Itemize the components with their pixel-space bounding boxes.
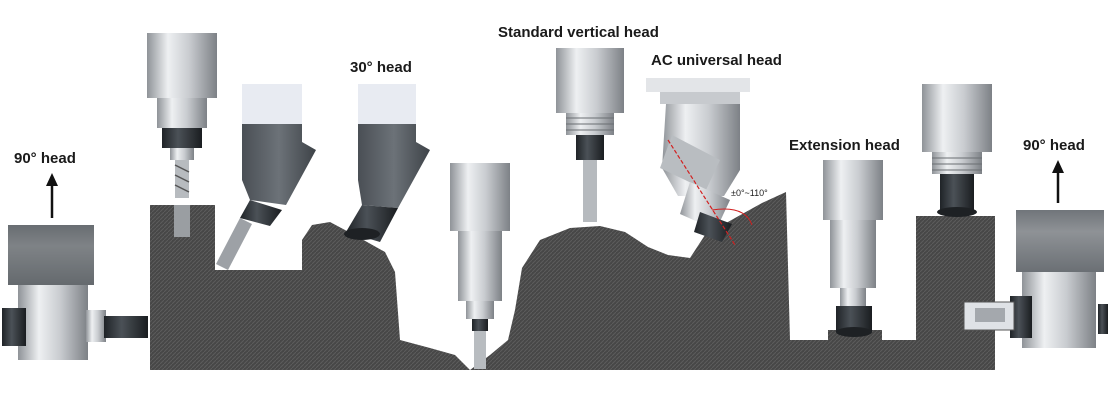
extension-head [823,160,883,337]
ac-universal-head [646,78,753,246]
right-90-head [963,210,1108,348]
left-90-head [2,225,148,360]
right-arrow-head [1052,160,1064,173]
angle-axis-line [667,139,736,246]
drill-spindle [147,33,217,237]
label-angle-range: ±0°~110° [731,188,768,198]
label-standard-vertical-head: Standard vertical head [498,24,659,41]
label-30-head: 30° head [350,59,412,76]
right-spindle [922,84,992,217]
workpiece [150,192,995,370]
label-90-head-right: 90° head [1023,137,1085,154]
angled-head-1 [216,84,316,270]
thirty-degree-head [344,84,430,242]
standard-vertical-head [556,48,624,222]
label-ac-universal-head: AC universal head [651,52,782,69]
label-extension-head: Extension head [789,137,900,154]
angle-arc [711,208,753,226]
label-90-head-left: 90° head [14,150,76,167]
center-spindle [450,163,510,369]
left-arrow-head [46,173,58,186]
